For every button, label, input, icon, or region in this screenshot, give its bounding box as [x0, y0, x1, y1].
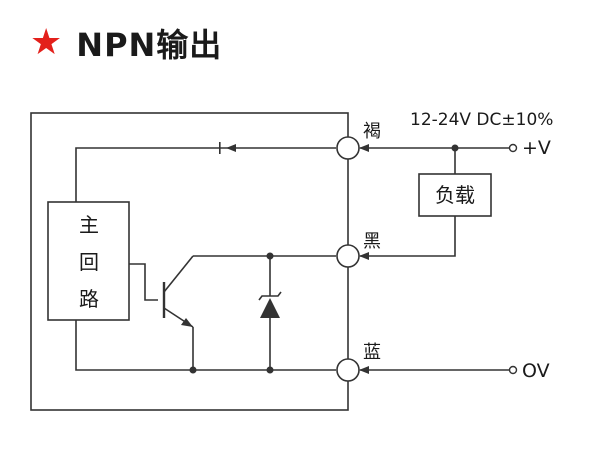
junction-load — [451, 144, 459, 152]
title-text: NPN输出 — [76, 26, 223, 64]
base-wire — [129, 263, 158, 301]
junction-zener-bottom — [266, 366, 274, 374]
wire-black-label: 黑 — [363, 231, 381, 252]
internal-wire-bottom — [75, 320, 336, 371]
load-box — [418, 173, 492, 217]
terminal-brown — [336, 136, 360, 160]
zener-triangle — [260, 298, 280, 318]
wire-brown-label: 褐 — [363, 121, 381, 142]
terminal-blue — [336, 358, 360, 382]
load-label: 负载 — [435, 183, 475, 207]
arrow-brown — [359, 144, 369, 152]
junction-emitter — [189, 366, 197, 374]
main-circuit-label-1: 主 — [79, 213, 99, 237]
zener-bar — [258, 291, 282, 301]
terminal-positive-point — [508, 143, 518, 153]
emitter-arrow — [181, 318, 193, 327]
arrow-black — [359, 252, 369, 260]
wire-blue-label: 蓝 — [363, 342, 381, 363]
supply-label: 12-24V DC±10% — [410, 110, 553, 130]
arrow-blue — [359, 366, 369, 374]
main-circuit-box — [47, 201, 130, 321]
star-icon: ★ — [30, 22, 63, 63]
internal-wire-top — [75, 147, 336, 202]
terminal-positive-label: +V — [522, 137, 551, 159]
main-circuit-label-2: 回 — [79, 250, 99, 274]
arrow-top-tick — [219, 142, 221, 154]
junction-collector-zener — [266, 252, 274, 260]
terminal-black — [336, 244, 360, 268]
arrow-top-left — [226, 144, 236, 152]
load-wire-bottom — [360, 216, 456, 257]
terminal-zero-label: OV — [522, 360, 550, 382]
terminal-zero-point — [508, 365, 518, 375]
page-title: ★ NPN输出 — [30, 20, 222, 66]
transistor-collector — [163, 255, 194, 293]
main-circuit-label-3: 路 — [79, 287, 99, 311]
